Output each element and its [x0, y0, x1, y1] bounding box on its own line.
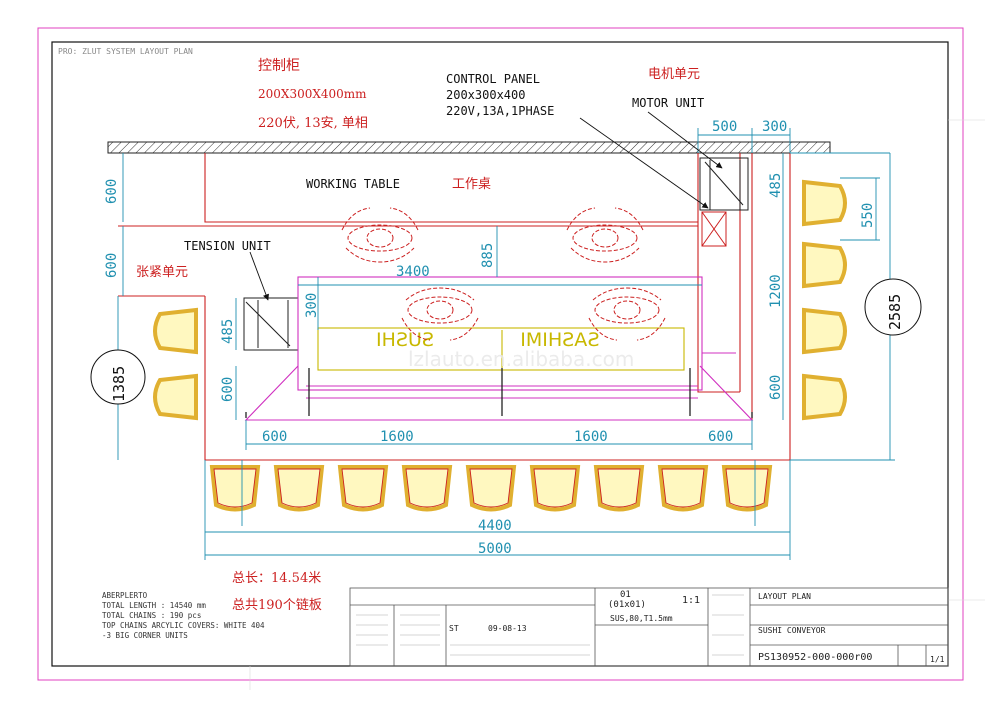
dim-top-500: 500	[712, 119, 737, 135]
tension-unit-cn: 张紧单元	[136, 265, 188, 280]
notes-line-2: TOTAL LENGTH : 14540 mm	[102, 601, 206, 610]
dim-width-5000: 5000	[478, 541, 512, 557]
motor-unit-en: MOTOR UNIT	[632, 96, 704, 110]
tb-qty-sub: (01x01)	[608, 600, 646, 610]
control-panel-power: 220V,13A,1PHASE	[446, 104, 554, 118]
dim-mid-885: 885	[480, 243, 496, 268]
dim-mid-600: 600	[220, 377, 236, 402]
control-cabinet-cn-size: 200X300X400mm	[258, 87, 367, 101]
working-table-cn: 工作桌	[452, 177, 491, 192]
outer-border	[37, 27, 964, 681]
tb-date: 09-08-13	[488, 624, 527, 633]
dim-bot-600-b: 600	[708, 429, 733, 445]
conveyor-posts	[245, 368, 753, 418]
leader-lines	[249, 111, 723, 301]
dim-right-600: 600	[768, 375, 784, 400]
motor-unit-box	[699, 157, 749, 211]
counter-outline	[118, 153, 791, 461]
tension-unit-en: TENSION UNIT	[184, 239, 271, 253]
tb-scale: 1:1	[682, 595, 700, 606]
tb-drawing-title: LAYOUT PLAN	[758, 592, 811, 601]
dim-circle-left	[90, 349, 146, 405]
title-block-frame	[349, 587, 949, 667]
motor-unit-cn: 电机单元	[648, 67, 700, 82]
dim-right-total-2585: 2585	[886, 294, 904, 330]
dim-bot-600-a: 600	[262, 429, 287, 445]
motor-unit-red-box	[701, 211, 727, 247]
motor-unit-cross	[701, 211, 727, 247]
dim-width-4400: 4400	[478, 518, 512, 534]
counter-label-sushi: SUSHI	[376, 329, 434, 351]
tb-qty: 01	[620, 590, 631, 600]
header-blurred-text: PRO: ZLUT SYSTEM LAYOUT PLAN	[58, 47, 193, 56]
watermark: lzlauto.en.alibaba.com	[408, 347, 634, 371]
seats-bottom	[209, 465, 773, 512]
dim-circle-right	[864, 278, 922, 336]
frame-grid	[249, 119, 985, 690]
dim-left-600-b: 600	[104, 253, 120, 278]
total-length-cn: 总长：14.54米	[232, 571, 321, 586]
working-table-en: WORKING TABLE	[306, 177, 400, 191]
tension-unit-box	[243, 297, 299, 351]
control-panel-size: 200x300x400	[446, 88, 525, 102]
dim-left-total-1385: 1385	[110, 366, 128, 402]
dimension-lines	[117, 128, 895, 560]
dim-right-1200: 1200	[768, 274, 784, 308]
control-cabinet-cn-power: 220伏, 13安, 单相	[258, 116, 368, 131]
notes-line-4: TOP CHAINS ARCYLIC COVERS: WHITE 404	[102, 621, 265, 630]
dim-mid-485: 485	[220, 319, 236, 344]
notes-line-1: ABERPLERTO	[102, 591, 148, 600]
seats-left	[153, 307, 198, 421]
dim-right-550: 550	[860, 203, 876, 228]
seats-right	[802, 179, 847, 421]
seats-bottom-inner	[213, 468, 769, 508]
control-panel-title: CONTROL PANEL	[446, 72, 540, 86]
notes-line-3: TOTAL CHAINS : 190 pcs	[102, 611, 201, 620]
control-cabinet-cn-title: 控制柜	[258, 58, 300, 74]
tb-drawing-no: PS130952-000-000r00	[758, 652, 872, 663]
dim-mid-3400: 3400	[396, 264, 430, 280]
tb-project: SUSHI CONVEYOR	[758, 626, 826, 635]
dim-mid-300: 300	[304, 293, 320, 318]
chef-figures	[341, 207, 666, 341]
dim-right-485: 485	[768, 173, 784, 198]
tb-sheet: 1/1	[930, 655, 945, 664]
counter-label-sashimi: SASHIMI	[520, 329, 599, 351]
dim-bot-1600-b: 1600	[574, 429, 608, 445]
notes-line-5: -3 BIG CORNER UNITS	[102, 631, 188, 640]
total-chains-cn: 总共190个链板	[232, 598, 322, 613]
tb-st: ST	[449, 624, 459, 633]
wall-hatch	[107, 141, 831, 154]
title-block-blurred-cells	[356, 594, 744, 656]
tb-material: SUS,80,T1.5mm	[610, 614, 673, 623]
dim-left-600-a: 600	[104, 179, 120, 204]
dim-top-300: 300	[762, 119, 787, 135]
dim-bot-1600-a: 1600	[380, 429, 414, 445]
